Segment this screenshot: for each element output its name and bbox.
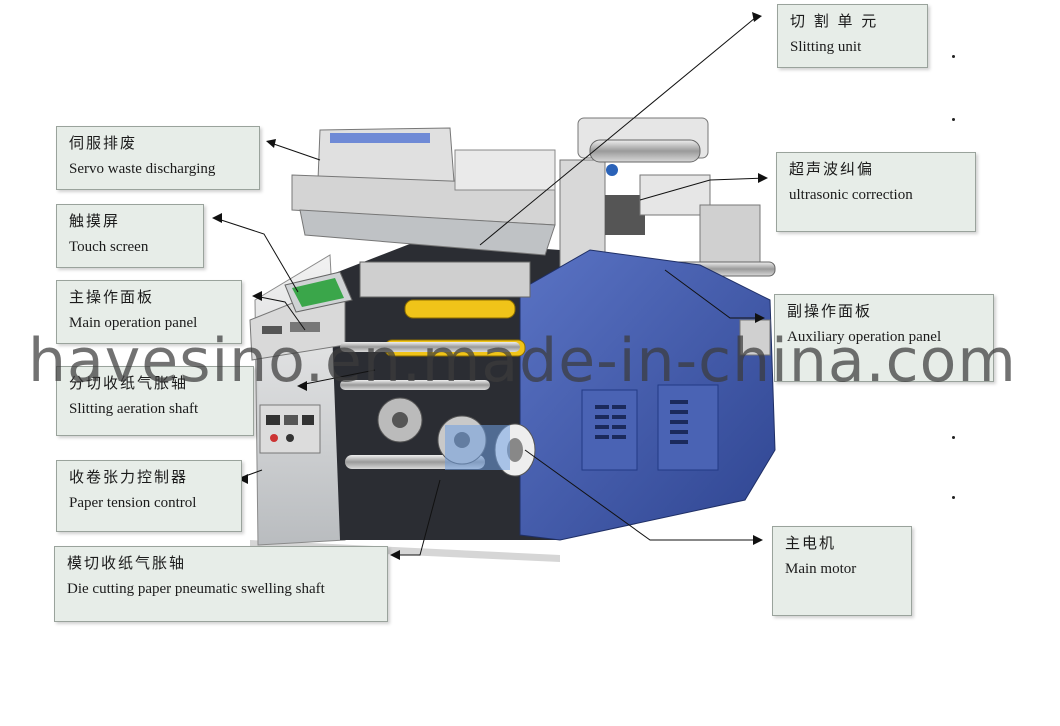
label-aux-panel: 副操作面板 Auxiliary operation panel (774, 294, 994, 382)
label-zh: 主电机 (785, 534, 837, 552)
label-en: Slitting aeration shaft (69, 401, 199, 417)
label-servo-waste: 伺服排废 Servo waste discharging (56, 126, 260, 190)
leader-lines (214, 17, 766, 556)
label-en: Paper tension control (69, 495, 197, 511)
label-main-motor: 主电机 Main motor (772, 526, 912, 616)
main-panel-shape (249, 299, 346, 361)
blue-body (519, 249, 776, 541)
label-zh: 伺服排废 (69, 134, 138, 152)
label-zh: 模切收纸气胀轴 (67, 554, 187, 572)
label-zh: 分切收纸气胀轴 (69, 374, 189, 392)
margin-dot (952, 55, 955, 58)
rollers (340, 261, 536, 477)
label-main-panel: 主操作面板 Main operation panel (56, 280, 242, 344)
label-en: Touch screen (69, 239, 149, 255)
label-en: Main motor (785, 561, 857, 577)
label-en: Die cutting paper pneumatic swelling sha… (67, 581, 325, 597)
arrow-heads (212, 12, 768, 560)
margin-dot (952, 118, 955, 121)
margin-dot (952, 436, 955, 439)
label-paper-tension: 收卷张力控制器 Paper tension control (56, 460, 242, 532)
label-ultrasonic: 超声波纠偏 ultrasonic correction (776, 152, 976, 232)
label-zh: 主操作面板 (69, 288, 155, 306)
margin-dot (952, 496, 955, 499)
label-zh: 收卷张力控制器 (69, 468, 189, 486)
label-zh: 超声波纠偏 (789, 160, 875, 178)
label-en: ultrasonic correction (789, 187, 913, 203)
label-touch-screen: 触摸屏 Touch screen (56, 204, 204, 268)
label-slitting-unit: 切 割 单 元 Slitting unit (777, 4, 928, 68)
label-zh: 切 割 单 元 (790, 12, 879, 30)
label-zh: 副操作面板 (787, 302, 873, 320)
upper-assembly (291, 127, 556, 256)
touch-screen-shape (284, 271, 353, 313)
label-zh: 触摸屏 (69, 212, 121, 230)
label-en: Servo waste discharging (69, 161, 216, 177)
machine-base (250, 540, 560, 562)
label-slitting-shaft: 分切收纸气胀轴 Slitting aeration shaft (56, 366, 254, 436)
label-die-cutting: 模切收纸气胀轴 Die cutting paper pneumatic swel… (54, 546, 388, 622)
label-en: Main operation panel (69, 315, 198, 331)
label-en: Auxiliary operation panel (787, 329, 942, 345)
label-en: Slitting unit (790, 39, 862, 55)
